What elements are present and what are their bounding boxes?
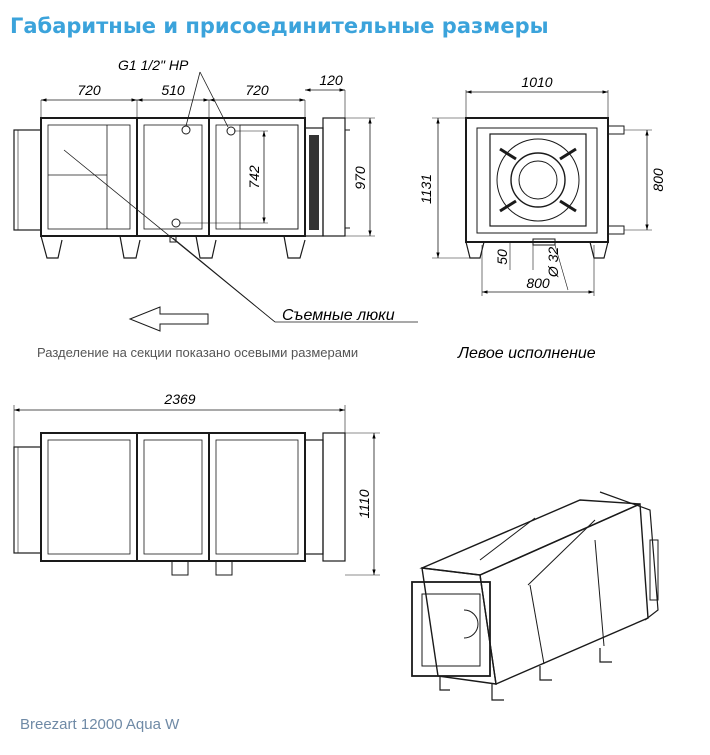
dim-front-right: 720 xyxy=(245,82,269,98)
dim-front-flange: 120 xyxy=(319,72,343,88)
pipe-connection-label: G1 1/2" HP xyxy=(118,57,189,73)
dim-side-opening-width: 800 xyxy=(526,275,550,291)
dim-front-inner: 742 xyxy=(246,165,262,189)
side-view-caption: Левое исполнение xyxy=(457,345,596,362)
dim-top-depth: 1110 xyxy=(356,489,372,518)
section-note: Разделение на секции показано осевыми ра… xyxy=(37,345,358,360)
dim-top-length: 2369 xyxy=(163,391,195,407)
dim-front-left: 720 xyxy=(77,82,101,98)
dim-side-opening: 800 xyxy=(650,168,666,192)
side-view xyxy=(432,90,652,296)
dim-front-height: 970 xyxy=(352,166,368,190)
dim-front-middle: 510 xyxy=(161,82,185,98)
isometric-view xyxy=(411,491,659,701)
dim-side-diameter: Ø 32 xyxy=(545,247,561,279)
dim-side-height: 1131 xyxy=(418,174,434,204)
page-title: Габаритные и присоединительные размеры xyxy=(10,14,549,38)
front-view xyxy=(13,71,418,332)
dim-side-width: 1010 xyxy=(521,74,552,90)
model-name: Breezart 12000 Aqua W xyxy=(20,716,180,733)
top-view xyxy=(13,405,380,576)
dim-side-pipe: 50 xyxy=(494,249,510,265)
removable-hatches-label: Съемные люки xyxy=(282,307,395,324)
